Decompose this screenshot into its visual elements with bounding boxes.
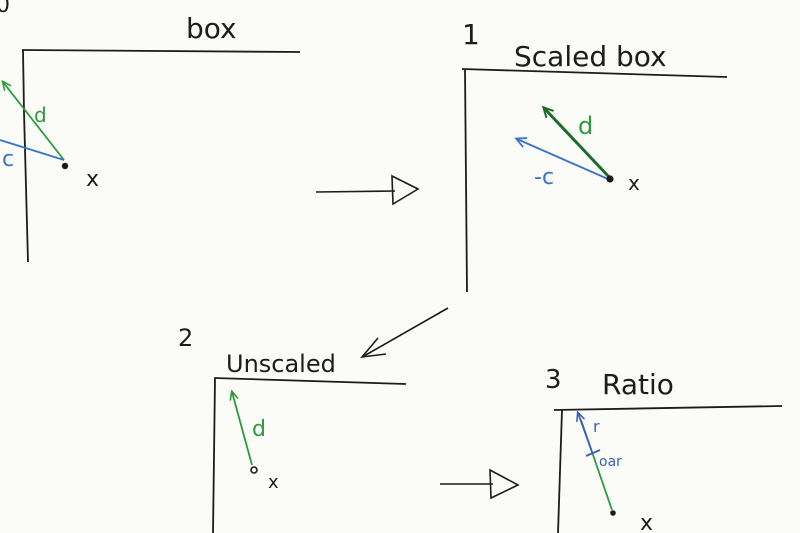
panel-number-3: 3: [545, 365, 562, 395]
ratio-tick: [585, 449, 601, 457]
scaled-box-top-edge: [461, 68, 728, 78]
label-x: x: [86, 167, 99, 192]
panel-unscaled: 2 Unscaled d x: [178, 324, 407, 533]
panel-title-ratio: Ratio: [602, 368, 674, 401]
unscaled-box-top-edge: [213, 377, 407, 385]
vector-d: [544, 108, 612, 180]
arrow-to-ratio: [440, 468, 520, 500]
arrow-to-unscaled: [360, 307, 449, 359]
label-x: x: [640, 511, 653, 533]
panel-ratio: 3 Ratio r oar x: [545, 365, 783, 533]
point-x: [250, 466, 258, 474]
label-r: r: [593, 417, 600, 436]
point-x: [606, 175, 614, 183]
point-x: [61, 162, 69, 170]
label-minus-c: -c: [534, 165, 554, 190]
panel-title-box: box: [186, 12, 237, 45]
arrow-to-scaled: [315, 174, 420, 206]
box-top-edge: [21, 49, 301, 53]
panel-number-0: 0: [0, 0, 10, 18]
label-d: d: [578, 112, 593, 140]
label-c: c: [2, 147, 14, 172]
vector-minus-c: [517, 139, 609, 180]
label-x: x: [268, 472, 279, 493]
ratio-box-top-edge: [553, 405, 783, 411]
panel-box: 0 box d c x: [0, 0, 301, 263]
point-x: [610, 510, 616, 516]
label-d: d: [34, 103, 47, 127]
vector-d: [3, 82, 65, 161]
box-left-edge: [22, 49, 29, 263]
label-oar: oar: [599, 454, 622, 470]
vector-r: [578, 413, 593, 453]
label-x: x: [628, 171, 640, 195]
scaled-box-left-edge: [464, 69, 468, 293]
vector-c: [0, 139, 65, 161]
unscaled-box-left-edge: [212, 378, 216, 533]
vector-d: [232, 392, 253, 466]
panel-scaled-box: 1 Scaled box d -c x: [461, 18, 728, 293]
ratio-box-left-edge: [557, 409, 563, 533]
label-d: d: [252, 417, 266, 442]
panel-number-1: 1: [462, 18, 480, 51]
panel-number-2: 2: [178, 324, 193, 352]
panel-title-unscaled: Unscaled: [226, 350, 336, 378]
panel-title-scaled-box: Scaled box: [514, 40, 667, 73]
